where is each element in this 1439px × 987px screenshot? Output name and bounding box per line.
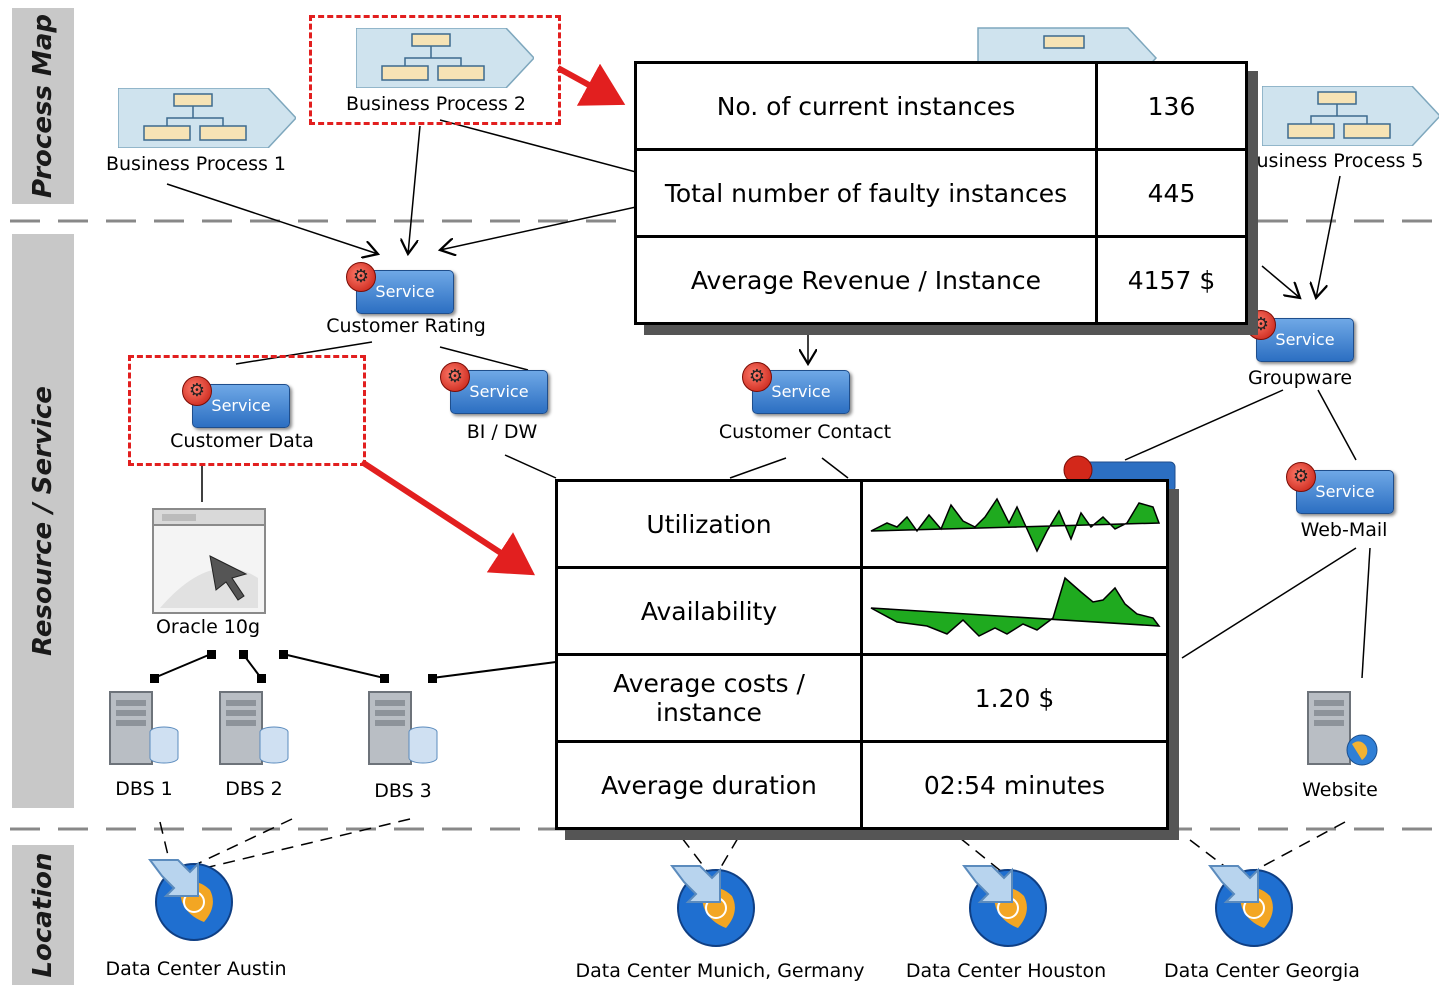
service-bi-dw-label: BI / DW [466,421,538,443]
dbs2-label: DBS 2 [225,778,283,800]
service-web-mail[interactable]: Service ⚙ [1286,462,1394,514]
kpi-label: Average costs / instance [555,653,863,743]
location-munich-label: Data Center Munich, Germany [575,960,865,982]
kpi-row: No. of current instances 136 [634,61,1248,151]
service-customer-data[interactable]: Service ⚙ [182,376,290,428]
server-icon[interactable] [367,688,439,768]
kpi-label: Availability [555,566,863,656]
service-customer-contact-label: Customer Contact [718,421,892,443]
kpi-label: Total number of faulty instances [634,148,1098,238]
globe-icon[interactable] [1208,862,1294,948]
gear-icon: ⚙ [1246,310,1276,340]
highlight-customer-data [128,355,366,466]
service-customer-contact[interactable]: Service ⚙ [742,362,850,414]
business-process-5-label[interactable]: usiness Process 5 [1256,150,1424,172]
resource-kpi-table: Utilization Availability Average costs /… [555,479,1169,830]
web-server-icon[interactable] [1306,688,1378,768]
kpi-row: Average costs / instance 1.20 $ [555,653,1169,743]
kpi-value: 02:54 minutes [860,740,1169,830]
gear-icon: ⚙ [440,362,470,392]
globe-icon[interactable] [148,856,234,942]
location-georgia-label: Data Center Georgia [1164,960,1360,982]
website-label: Website [1302,779,1378,801]
business-process-2-label[interactable]: Business Process 2 [345,93,527,115]
business-process-icon[interactable] [356,28,534,88]
service-bi-dw[interactable]: Service ⚙ [440,362,548,414]
application-window-icon[interactable] [152,508,266,614]
highlight-business-process-2 [309,15,561,125]
utilization-sparkline-cell [860,479,1169,569]
layer-tab-resource: Resource / Service [12,234,74,808]
service-customer-rating[interactable]: Service ⚙ [346,262,454,314]
kpi-value: 4157 $ [1095,235,1248,325]
kpi-row: Utilization [555,479,1169,569]
server-icon[interactable] [108,688,180,768]
oracle-label: Oracle 10g [155,616,261,638]
kpi-value: 1.20 $ [860,653,1169,743]
kpi-label: Utilization [555,479,863,569]
gear-icon: ⚙ [742,362,772,392]
kpi-value: 445 [1095,148,1248,238]
service-groupware[interactable]: Service ⚙ [1246,310,1354,362]
service-groupware-label: Groupware [1247,367,1353,389]
availability-sparkline [870,576,1161,637]
service-customer-data-label: Customer Data [170,430,314,452]
dbs1-label: DBS 1 [115,778,173,800]
dbs3-label: DBS 3 [374,780,432,802]
business-process-icon[interactable] [118,88,296,148]
gear-icon: ⚙ [1286,462,1316,492]
business-process-icon[interactable] [1262,86,1439,146]
kpi-value: 136 [1095,61,1248,151]
kpi-row: Average duration 02:54 minutes [555,740,1169,830]
kpi-label: No. of current instances [634,61,1098,151]
kpi-label: Average Revenue / Instance [634,235,1098,325]
globe-icon[interactable] [670,862,756,948]
kpi-row: Total number of faulty instances 445 [634,148,1248,238]
layer-tab-location: Location [12,845,74,985]
business-process-1-label[interactable]: Business Process 1 [105,153,287,175]
layer-tab-process: Process Map [12,8,74,204]
server-icon[interactable] [218,688,290,768]
process-kpi-table: No. of current instances 136 Total numbe… [634,61,1248,325]
globe-icon[interactable] [962,862,1048,948]
service-customer-rating-label: Customer Rating [326,315,486,337]
kpi-row: Average Revenue / Instance 4157 $ [634,235,1248,325]
kpi-row: Availability [555,566,1169,656]
gear-icon: ⚙ [182,376,212,406]
kpi-label: Average duration [555,740,863,830]
gear-icon: ⚙ [346,262,376,292]
availability-sparkline-cell [860,566,1169,656]
location-houston-label: Data Center Houston [905,960,1107,982]
location-austin-label: Data Center Austin [105,958,287,980]
service-web-mail-label: Web-Mail [1300,519,1388,541]
utilization-sparkline [870,497,1160,553]
